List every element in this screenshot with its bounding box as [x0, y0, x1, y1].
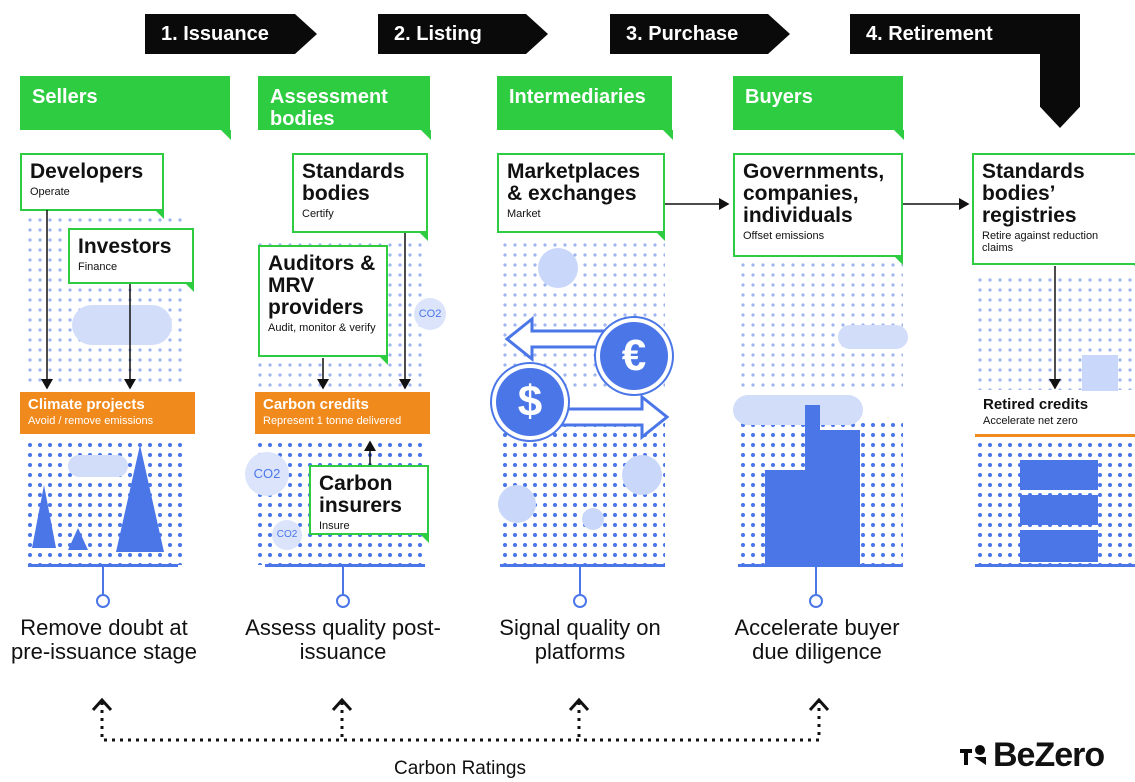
actor-title: Auditors & MRV providers [268, 252, 376, 319]
asset-subtitle: Accelerate net zero [983, 415, 1078, 427]
actor-subtitle: Certify [302, 208, 334, 220]
outcome-due-diligence: Accelerate buyer due diligence [734, 615, 900, 664]
euro-icon: € [600, 322, 668, 390]
carbon-ratings-label: Carbon Ratings [393, 758, 527, 779]
ground-line [738, 564, 903, 567]
actor-subtitle: Insure [319, 520, 350, 532]
actor-carbon-insurers: Carbon insurers Insure [309, 465, 429, 543]
asset-title: Retired credits [983, 396, 1089, 413]
actor-governments: Governments, companies, individuals Offs… [733, 153, 903, 265]
outcome-platforms: Signal quality on platforms [499, 615, 661, 664]
actor-marketplaces: Marketplaces & exchanges Market [497, 153, 665, 241]
actor-investors: Investors Finance [68, 228, 194, 292]
actor-subtitle: Audit, monitor & verify [268, 322, 376, 334]
knob [573, 594, 587, 608]
actor-title: Investors [78, 235, 172, 258]
brand-name: BeZero [993, 736, 1105, 774]
column-header-intermediaries: Intermediaries [497, 76, 673, 140]
stem [815, 567, 817, 594]
cloud-icon [733, 395, 863, 425]
outcome-pre-issuance: Remove doubt at pre-issuance stage [11, 615, 197, 664]
stem [579, 567, 581, 594]
outcome-post-issuance: Assess quality post-issuance [245, 615, 441, 664]
actor-title: Marketplaces & exchanges [507, 160, 641, 205]
left-arrow [504, 315, 619, 363]
right-arrow [560, 393, 670, 441]
asset-subtitle: Avoid / remove emissions [28, 415, 154, 427]
dollar-icon: $ [496, 368, 564, 436]
actor-auditors: Auditors & MRV providers Audit, monitor … [258, 245, 388, 365]
exchange-arrows [504, 315, 670, 441]
bubble [622, 455, 662, 495]
actor-title: Governments, companies, individuals [743, 160, 885, 227]
actor-title: Carbon insurers [319, 472, 402, 517]
actor-subtitle: Offset emissions [743, 230, 825, 242]
actor-title: Standards bodies’ registries [982, 160, 1085, 227]
bubble [498, 485, 536, 523]
retired-credits: Retired credits Accelerate net zero [975, 392, 1135, 437]
stem [102, 567, 104, 594]
asset-subtitle: Represent 1 tonne delivered [263, 415, 402, 427]
actor-registries: Standards bodies’ registries Retire agai… [972, 153, 1135, 273]
stage-retirement: 4. Retirement [850, 14, 1080, 54]
stack-box [1082, 355, 1118, 391]
knob [336, 594, 350, 608]
stacked-boxes [1020, 460, 1098, 562]
ground-line [265, 564, 425, 567]
ground-line [28, 564, 178, 567]
stage-purchase: 3. Purchase [610, 14, 790, 54]
carbon-credits: Carbon credits Represent 1 tonne deliver… [255, 392, 430, 434]
column-header-assessment-bodies: Assessment bodies [258, 76, 431, 140]
actor-subtitle: Retire against reduction claims [982, 230, 1099, 254]
climate-projects: Climate projects Avoid / remove emission… [20, 392, 195, 434]
city-buildings [765, 405, 860, 565]
bezero-logo-icon [960, 745, 990, 767]
column-header-buyers: Buyers [733, 76, 904, 140]
cloud-icon [68, 455, 128, 477]
stage-listing: 2. Listing [378, 14, 548, 54]
column-header-sellers: Sellers [20, 76, 231, 140]
asset-title: Climate projects [28, 396, 145, 413]
ground-line [500, 564, 665, 567]
trees [32, 445, 164, 552]
knob [809, 594, 823, 608]
co2-bubble: CO2 [272, 520, 302, 550]
bubble [538, 248, 578, 288]
knob [96, 594, 110, 608]
actor-title: Standards bodies [302, 160, 405, 205]
actor-standards-bodies: Standards bodies Certify [292, 153, 428, 241]
actor-subtitle: Market [507, 208, 541, 220]
co2-bubble: CO2 [245, 452, 289, 496]
cloud-icon [838, 325, 908, 349]
actor-subtitle: Finance [78, 261, 118, 273]
bubble [582, 508, 604, 530]
actor-title: Developers [30, 160, 144, 183]
actor-subtitle: Operate [30, 186, 70, 198]
asset-title: Carbon credits [263, 396, 369, 413]
actor-developers: Developers Operate [20, 153, 164, 219]
stage-issuance: 1. Issuance [145, 14, 317, 54]
ground-line [975, 564, 1135, 567]
co2-bubble: CO2 [414, 298, 446, 330]
cloud-icon [72, 305, 172, 345]
stem [342, 567, 344, 594]
